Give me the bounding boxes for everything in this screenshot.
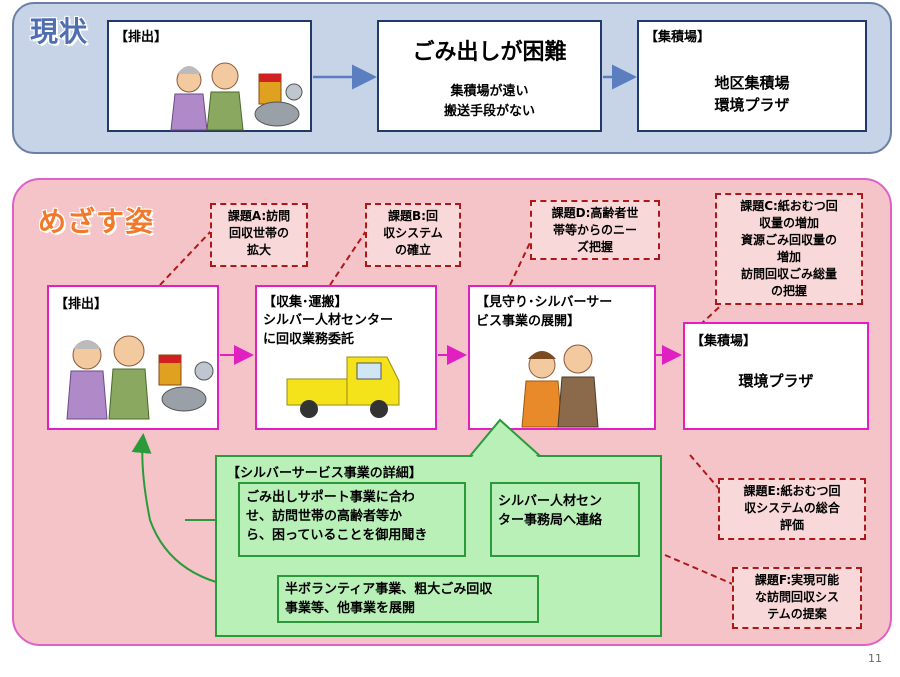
issue-e-line-1: 課題E:紙おむつ回 [743, 484, 841, 498]
issue-a-line-2: 回収世帯の [228, 226, 289, 240]
difficulty-box: ごみ出しが困難 集積場が遠い 搬送手段がない [377, 20, 602, 132]
page-number: 11 [868, 652, 882, 665]
top-collection-box: 【集積場】 地区集積場 環境プラザ [637, 20, 867, 132]
discharge-box: 【排出】 [47, 285, 219, 430]
issue-b-line-1: 課題B:回 [388, 209, 438, 223]
target-state-title: めざす姿 [38, 205, 155, 238]
top-discharge-box: 【排出】 [107, 20, 312, 132]
collection-transport-line-2: に回収業務委託 [263, 332, 355, 347]
issue-e-line-3: 評価 [779, 518, 804, 532]
detail-step-1-line-2: せ、訪問世帯の高齢者等か [246, 509, 403, 524]
collection-transport-label: 【収集･運搬】 [263, 295, 348, 310]
issue-d-line-1: 課題D:高齢者世 [551, 206, 639, 220]
difficulty-line-1: 集積場が遠い [450, 84, 529, 99]
detail-step-1-line-1: ごみ出しサポート事業に合わ [246, 490, 415, 505]
issue-d-line-2: 帯等からのニー [552, 223, 637, 237]
detail-step-3-box: 半ボランティア事業、粗大ごみ回収 事業等、他事業を展開 [277, 575, 539, 623]
issue-c-box: 課題C:紙おむつ回 収量の増加 資源ごみ回収量の 増加 訪問回収ごみ総量 の把握 [715, 193, 863, 305]
collection-transport-box: 【収集･運搬】 シルバー人材センター に回収業務委託 [255, 285, 437, 430]
issue-a-box: 課題A:訪問 回収世帯の 拡大 [210, 203, 308, 267]
difficulty-title: ごみ出しが困難 [412, 40, 567, 65]
issue-c-line-3: 資源ごみ回収量の [740, 233, 837, 247]
issue-c-line-2: 収量の増加 [758, 216, 819, 230]
issue-f-connector [664, 554, 736, 586]
top-collection-line-2: 環境プラザ [714, 96, 790, 114]
issue-e-box: 課題E:紙おむつ回 収システムの総合 評価 [718, 478, 866, 540]
collection-site-box: 【集積場】 環境プラザ [683, 322, 869, 430]
issue-b-line-3: の確立 [394, 243, 431, 257]
silver-service-detail-title: 【シルバーサービス事業の詳細】 [227, 466, 422, 481]
detail-step-1-line-3: ら、困っていることを御用聞き [246, 528, 428, 543]
truck-icon [286, 356, 400, 418]
current-state-title: 現状 [30, 15, 89, 48]
issue-f-line-3: テムの提案 [767, 607, 827, 621]
elderly-people-illustration [521, 344, 599, 428]
issue-d-box: 課題D:高齢者世 帯等からのニー ズ把握 [530, 200, 660, 260]
issue-e-connector [689, 454, 721, 491]
monitoring-service-line-1: 【見守り･シルバーサー [476, 295, 613, 310]
issue-b-box: 課題B:回 収システム の確立 [365, 203, 461, 267]
issue-b-connector [329, 224, 371, 286]
issue-c-line-5: 訪問回収ごみ総量 [740, 267, 837, 281]
issue-c-line-4: 増加 [776, 250, 801, 264]
issue-f-line-2: な訪問回収シス [754, 590, 839, 604]
collection-site-label: 【集積場】 [691, 334, 757, 349]
discharge-label: 【排出】 [55, 297, 108, 312]
detail-step-2-line-2: ター事務局へ連絡 [498, 513, 603, 528]
issue-a-line-3: 拡大 [246, 243, 271, 257]
top-collection-line-1: 地区集積場 [714, 74, 790, 92]
monitoring-service-line-2: ビス事業の展開】 [476, 314, 581, 329]
issue-a-line-1: 課題A:訪問 [227, 209, 291, 223]
elderly-couple-illustration [170, 62, 303, 131]
issue-f-box: 課題F:実現可能 な訪問回収シス テムの提案 [732, 567, 862, 629]
issue-c-line-1: 課題C:紙おむつ回 [740, 199, 838, 213]
detail-step-1-box: ごみ出しサポート事業に合わ せ、訪問世帯の高齢者等か ら、困っていることを御用聞… [238, 482, 466, 557]
top-discharge-label: 【排出】 [115, 30, 168, 45]
detail-step-2-line-1: シルバー人材セン [498, 494, 603, 509]
difficulty-line-2: 搬送手段がない [443, 104, 535, 119]
monitoring-service-box: 【見守り･シルバーサー ビス事業の展開】 [468, 285, 656, 430]
top-collection-label: 【集積場】 [645, 30, 711, 45]
elderly-couple-illustration-2 [66, 335, 214, 420]
issue-b-line-2: 収システム [383, 226, 443, 240]
detail-step-3-line-2: 事業等、他事業を展開 [285, 601, 416, 616]
detail-step-3-line-1: 半ボランティア事業、粗大ごみ回収 [285, 582, 493, 597]
issue-d-line-3: ズ把握 [576, 240, 613, 254]
collection-transport-line-1: シルバー人材センター [263, 313, 394, 328]
issue-a-connector [159, 229, 213, 286]
issue-e-line-2: 収システムの総合 [744, 501, 840, 515]
issue-c-line-6: の把握 [770, 284, 807, 298]
detail-step-2-box: シルバー人材セン ター事務局へ連絡 [490, 482, 640, 557]
issue-f-line-1: 課題F:実現可能 [754, 573, 840, 587]
collection-site-text: 環境プラザ [738, 372, 814, 390]
